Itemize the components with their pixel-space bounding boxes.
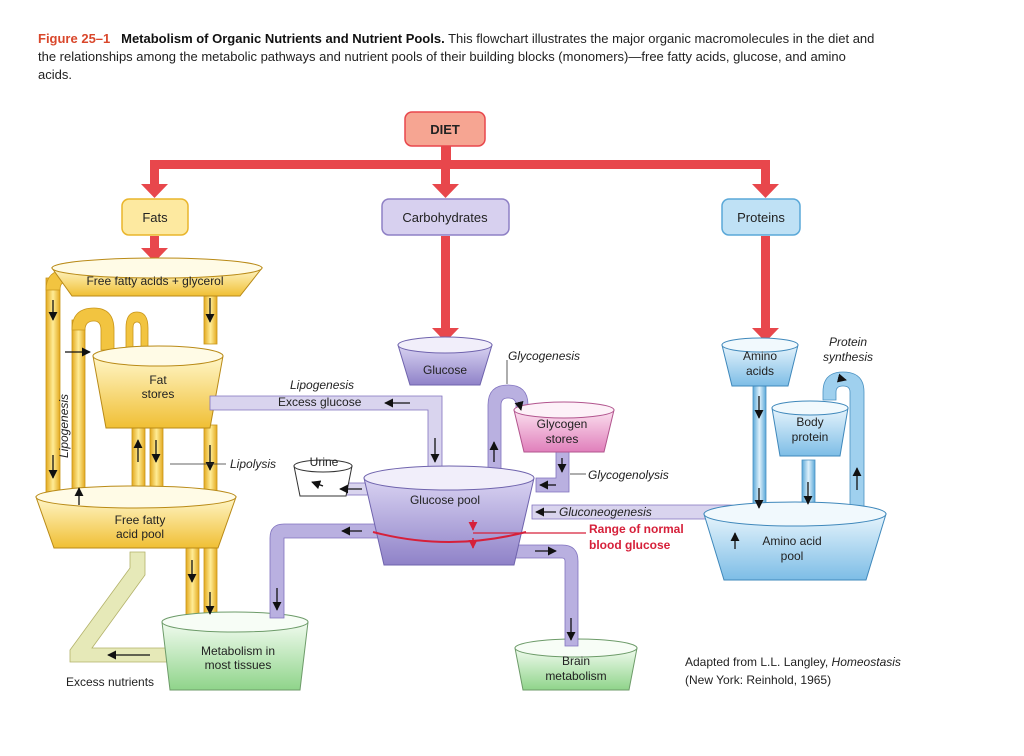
lipogenesis-side-label: Lipogenesis — [57, 394, 71, 458]
fat-stores-label-2: stores — [142, 387, 175, 401]
brain-label-1: Brain — [562, 654, 590, 668]
brain-label-2: metabolism — [545, 669, 606, 683]
source-credit: Adapted from L.L. Langley, Homeostasis (… — [685, 655, 901, 687]
leader-lines — [170, 360, 586, 475]
normal-range-line — [372, 531, 527, 543]
glycogen-label-2: stores — [546, 432, 579, 446]
body-protein-label-1: Body — [796, 415, 823, 429]
process-labels: Lipogenesis Excess glucose Lipolysis Gly… — [66, 335, 873, 689]
ffa-pool-label-2: acid pool — [116, 527, 164, 541]
glucose-pool-label: Glucose pool — [410, 493, 480, 507]
protein-synthesis-label-2: synthesis — [823, 350, 873, 364]
ffa-pool-label-1: Free fatty — [115, 513, 166, 527]
metabolism-label-1: Metabolism in — [201, 644, 275, 658]
lipogenesis-label: Lipogenesis — [290, 378, 354, 392]
protein-system: Amino acids Body protein Amino acid pool — [703, 337, 887, 581]
ffa-glycerol-label: Free fatty acids + glycerol — [86, 274, 223, 288]
proteins-box: Proteins — [721, 198, 801, 236]
fats-label: Fats — [142, 210, 168, 225]
excess-glucose-label: Excess glucose — [278, 395, 362, 409]
range-label-2: blood glucose — [589, 538, 671, 552]
fat-stores-label-1: Fat — [149, 373, 167, 387]
glycogenesis-label: Glycogenesis — [508, 349, 580, 363]
tissue-metabolism: Metabolism in most tissues — [161, 611, 309, 691]
diet-label: DIET — [430, 122, 460, 137]
amino-acids-label-2: acids — [746, 364, 774, 378]
glycogenolysis-label: Glycogenolysis — [588, 468, 669, 482]
credit-line-1: Adapted from L.L. Langley, Homeostasis — [685, 655, 901, 669]
urine-label: Urine — [310, 455, 339, 469]
blood-glucose-range-indicator — [468, 520, 586, 549]
amino-pool-label-2: pool — [781, 549, 804, 563]
diet-box: DIET — [404, 111, 486, 147]
carbohydrates-box: Carbohydrates — [381, 198, 510, 236]
protein-synthesis-label-1: Protein — [829, 335, 867, 349]
figure-description: This flowchart illustrates the major org… — [38, 31, 875, 82]
figure-title: Metabolism of Organic Nutrients and Nutr… — [121, 31, 445, 46]
amino-acids-label-1: Amino — [743, 349, 777, 363]
brain-metabolism: Brain metabolism — [514, 638, 638, 691]
proteins-label: Proteins — [737, 210, 785, 225]
glucose-label: Glucose — [423, 363, 467, 377]
credit-line-2: (New York: Reinhold, 1965) — [685, 673, 831, 687]
body-protein-label-2: protein — [792, 430, 829, 444]
range-label-1: Range of normal — [589, 522, 684, 536]
metabolism-label-2: most tissues — [205, 658, 272, 672]
gluconeogenesis-label: Gluconeogenesis — [559, 505, 652, 519]
flow-arrows — [48, 298, 862, 660]
excess-nutrients-label: Excess nutrients — [66, 675, 154, 689]
lipolysis-label: Lipolysis — [230, 457, 276, 471]
glycogen-label-1: Glycogen — [537, 417, 588, 431]
diet-distribution-arrows — [141, 145, 779, 342]
fat-system: Free fatty acids + glycerol Fat stores F… — [35, 257, 264, 663]
figure-caption: Figure 25–1 Metabolism of Organic Nutrie… — [38, 30, 878, 84]
carbohydrates-label: Carbohydrates — [402, 210, 488, 225]
amino-pool-label-1: Amino acid — [762, 534, 821, 548]
fats-box: Fats — [121, 198, 189, 236]
figure-label: Figure 25–1 — [38, 31, 111, 46]
